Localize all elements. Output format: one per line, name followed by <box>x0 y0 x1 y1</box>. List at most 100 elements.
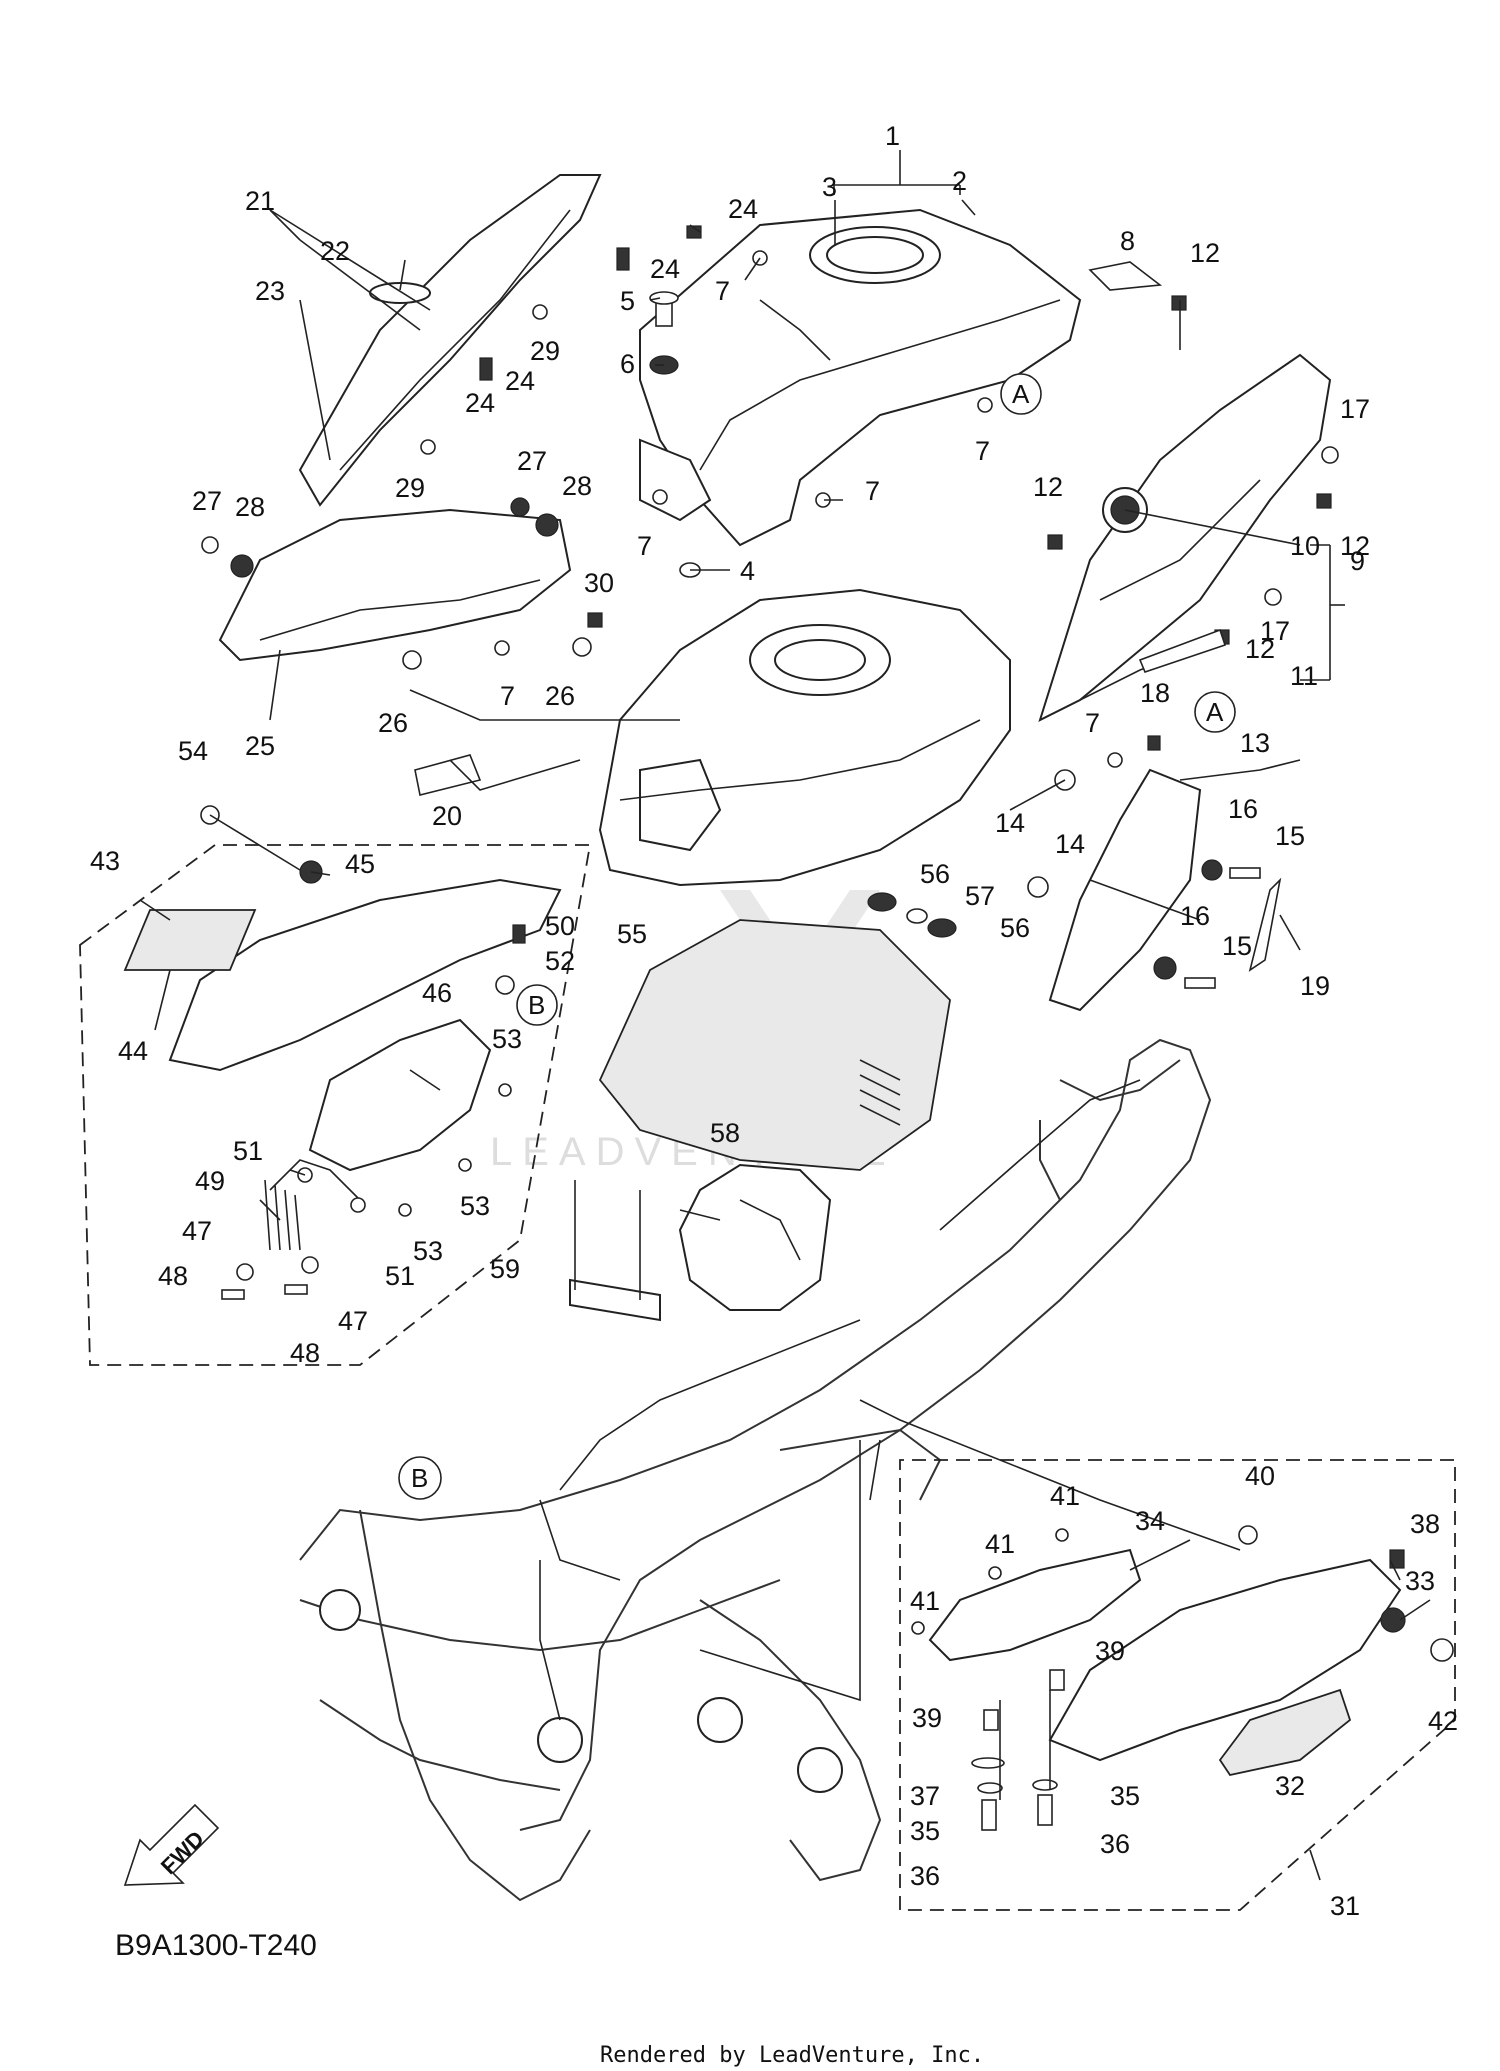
callout-55: 55 <box>617 919 647 949</box>
callout-56a: 56 <box>920 859 950 889</box>
cover-assembly-31 <box>928 1548 1402 1777</box>
guard-58 <box>678 1163 832 1311</box>
svg-text:B: B <box>411 1463 428 1493</box>
callout-57: 57 <box>965 881 995 911</box>
callout-28a: 28 <box>235 492 265 522</box>
callout-17b: 17 <box>1260 616 1290 646</box>
callout-39b: 39 <box>912 1703 942 1733</box>
fuel-tank <box>598 588 1011 887</box>
callout-26b: 26 <box>545 681 575 711</box>
callout-53c: 53 <box>413 1236 443 1266</box>
callout-7e: 7 <box>500 681 515 711</box>
callout-19: 19 <box>1300 971 1330 1001</box>
callout-29a: 29 <box>530 336 560 366</box>
callout-35a: 35 <box>1110 1781 1140 1811</box>
callout-3: 3 <box>822 172 837 202</box>
callout-20: 20 <box>432 801 462 831</box>
callout-27b: 27 <box>517 446 547 476</box>
ref-marker-a-right: A <box>1194 691 1236 733</box>
callout-12c: 12 <box>1340 531 1370 561</box>
cover-assembly-43 <box>123 878 562 1251</box>
callout-10: 10 <box>1290 531 1320 561</box>
tank-pad-55 <box>598 919 951 1171</box>
callout-7b: 7 <box>975 436 990 466</box>
callout-15b: 15 <box>1222 931 1252 961</box>
callout-9: 9 <box>1350 546 1365 576</box>
callout-46: 46 <box>422 978 452 1008</box>
callout-51b: 51 <box>385 1261 415 1291</box>
group-box-31 <box>899 1459 1456 1911</box>
callout-32: 32 <box>1275 1771 1305 1801</box>
callout-50: 50 <box>545 911 575 941</box>
svg-text:B: B <box>528 990 545 1020</box>
cover-25 <box>218 508 572 662</box>
callout-51a: 51 <box>233 1136 263 1166</box>
callout-53a: 53 <box>492 1024 522 1054</box>
callout-11: 11 <box>1290 661 1318 691</box>
callout-13: 13 <box>1240 728 1270 758</box>
callout-41a: 41 <box>1050 1481 1080 1511</box>
callout-7f: 7 <box>1085 708 1100 738</box>
callout-36b: 36 <box>910 1861 940 1891</box>
motorcycle-frame <box>299 1038 1212 1902</box>
svg-text:A: A <box>1206 697 1224 727</box>
callout-4: 4 <box>740 556 755 586</box>
callout-24b: 24 <box>650 254 680 284</box>
callout-42: 42 <box>1428 1706 1458 1736</box>
callout-6: 6 <box>620 349 635 379</box>
group-box-43 <box>79 844 592 1366</box>
callout-39a: 39 <box>1095 1636 1125 1666</box>
callout-47b: 47 <box>338 1306 368 1336</box>
callout-30: 30 <box>584 568 614 598</box>
callout-26a: 26 <box>378 708 408 738</box>
callout-17a: 17 <box>1340 394 1370 424</box>
callout-27a: 27 <box>192 486 222 516</box>
callout-37: 37 <box>910 1781 940 1811</box>
callout-7a: 7 <box>715 276 730 306</box>
ref-marker-b-left: B <box>516 984 558 1026</box>
callout-56b: 56 <box>1000 913 1030 943</box>
callout-16b: 16 <box>1180 901 1210 931</box>
bracket-59 <box>569 1180 661 1322</box>
callout-58: 58 <box>710 1118 740 1148</box>
callout-7d: 7 <box>865 476 880 506</box>
callout-23: 23 <box>255 276 285 306</box>
callout-49: 49 <box>195 1166 225 1196</box>
callout-41c: 41 <box>910 1586 940 1616</box>
leader-lines <box>139 150 1431 1881</box>
cover-13 <box>1048 768 1202 1012</box>
callout-34: 34 <box>1135 1506 1165 1536</box>
callout-21: 21 <box>245 186 275 216</box>
diagram-code: B9A1300-T240 <box>115 1929 317 1962</box>
callout-53b: 53 <box>460 1191 490 1221</box>
callout-16a: 16 <box>1228 794 1258 824</box>
callout-54: 54 <box>178 736 208 766</box>
callout-38: 38 <box>1410 1509 1440 1539</box>
side-cover-left <box>298 174 602 507</box>
callout-7c: 7 <box>637 531 652 561</box>
callout-36a: 36 <box>1100 1829 1130 1859</box>
callout-44: 44 <box>118 1036 148 1066</box>
callout-24c: 24 <box>505 366 535 396</box>
ref-marker-b-frame: B <box>398 1456 442 1500</box>
callout-35b: 35 <box>910 1816 940 1846</box>
callout-59: 59 <box>490 1254 520 1284</box>
side-cover-right <box>1038 353 1332 722</box>
callout-5: 5 <box>620 286 635 316</box>
callout-2: 2 <box>952 166 967 196</box>
callout-24d: 24 <box>465 388 495 418</box>
ref-marker-a-top: A <box>1000 373 1042 415</box>
callout-24a: 24 <box>728 194 758 224</box>
callout-48a: 48 <box>158 1261 188 1291</box>
render-credit: Rendered by LeadVenture, Inc. <box>600 2043 984 2068</box>
callout-40: 40 <box>1245 1461 1275 1491</box>
callout-43: 43 <box>90 846 120 876</box>
callout-45: 45 <box>345 849 375 879</box>
tank-top-cover <box>639 208 1082 547</box>
callout-25: 25 <box>245 731 275 761</box>
callout-14b: 14 <box>1055 829 1085 859</box>
callout-8: 8 <box>1120 226 1135 256</box>
callout-1: 1 <box>885 121 900 151</box>
callout-29b: 29 <box>395 473 425 503</box>
